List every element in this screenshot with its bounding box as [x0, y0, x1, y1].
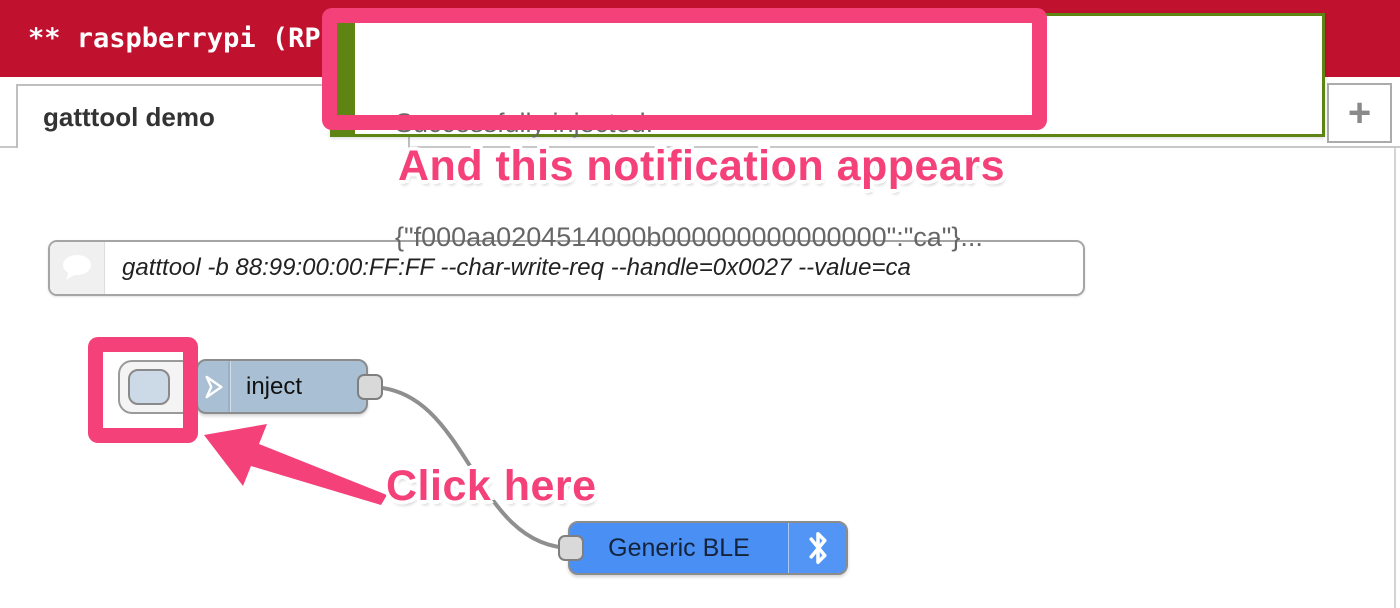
- inject-trigger-button-face[interactable]: [128, 369, 170, 405]
- annotation-click-here: Click here: [386, 462, 597, 510]
- comment-node[interactable]: gatttool -b 88:99:00:00:FF:FF --char-wri…: [48, 240, 1085, 296]
- inject-icon-region: [198, 361, 231, 412]
- comment-icon-region: [50, 242, 105, 294]
- canvas-edge: [1394, 148, 1396, 608]
- notification-accent-bar: [333, 16, 355, 134]
- ble-input-port[interactable]: [558, 535, 584, 561]
- comment-bubble-icon: [63, 255, 91, 280]
- comment-node-label: gatttool -b 88:99:00:00:FF:FF --char-wri…: [122, 254, 911, 281]
- generic-ble-node-label: Generic BLE: [608, 533, 750, 562]
- session-title: ** raspberrypi (RP: [28, 23, 321, 54]
- tab-label: gatttool demo: [43, 101, 215, 132]
- annotation-notification-appears: And this notification appears: [398, 142, 1005, 190]
- button-highlight-box: [88, 337, 198, 443]
- add-tab-button[interactable]: +: [1327, 83, 1392, 143]
- notification-highlight-box: [322, 8, 1047, 130]
- generic-ble-node[interactable]: Generic BLE: [568, 521, 848, 575]
- bluetooth-icon: [808, 531, 827, 565]
- annotation-arrow: [204, 424, 387, 505]
- plus-icon: +: [1347, 90, 1372, 135]
- inject-node-label: inject: [246, 372, 303, 400]
- notification-line2: {"f000aa0204514000b000000000000000":"ca"…: [395, 222, 983, 252]
- inject-output-port[interactable]: [357, 374, 383, 400]
- inject-arrow-icon: [205, 375, 223, 398]
- ble-icon-region: [788, 523, 846, 573]
- inject-node[interactable]: inject: [196, 359, 368, 414]
